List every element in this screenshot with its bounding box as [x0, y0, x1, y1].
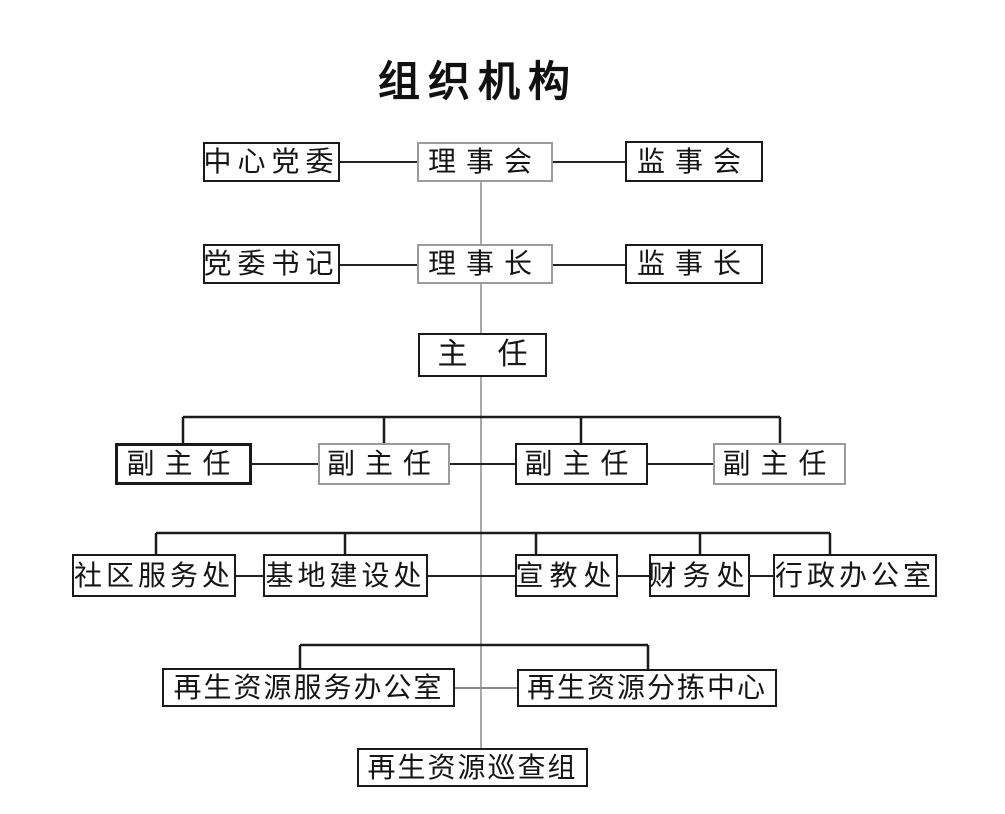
node-recycling-service-office: 再生资源服务办公室: [162, 668, 455, 707]
node-publicity-education-office: 宣教处: [515, 554, 618, 597]
node-council: 理事会: [417, 142, 553, 182]
node-deputy-director-3: 副主任: [515, 443, 648, 485]
node-recycling-sorting-center: 再生资源分拣中心: [517, 669, 777, 707]
node-community-service-office: 社区服务处: [72, 554, 236, 597]
page-title: 组织机构: [377, 57, 578, 106]
node-deputy-director-2: 副主任: [318, 443, 450, 485]
node-administrative-office: 行政办公室: [773, 554, 937, 597]
node-deputy-director-4: 副主任: [713, 443, 846, 485]
node-director: 主 任: [418, 333, 547, 377]
node-chief-supervisor: 监事长: [625, 244, 763, 284]
node-party-secretary: 党委书记: [203, 244, 340, 284]
node-deputy-director-1: 副主任: [115, 443, 252, 485]
node-recycling-inspection-team: 再生资源巡查组: [357, 748, 588, 787]
node-supervisory-board: 监事会: [625, 141, 763, 182]
node-council-chairman: 理事长: [417, 244, 553, 284]
node-center-party-committee: 中心党委: [203, 142, 340, 182]
node-finance-office: 财务处: [649, 554, 750, 597]
node-base-construction-office: 基地建设处: [263, 554, 428, 597]
